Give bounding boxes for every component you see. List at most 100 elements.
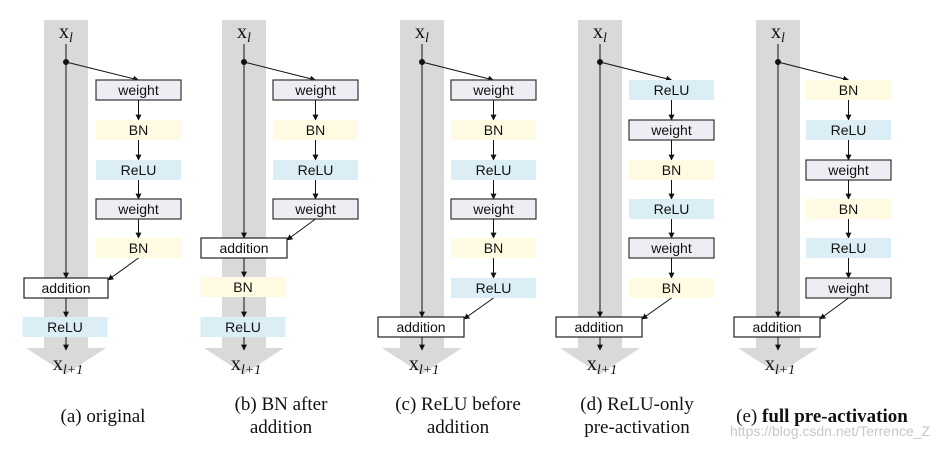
residual-relu-c-6-label: ReLU xyxy=(476,280,512,296)
residual-bn-c-2 xyxy=(451,120,536,140)
input-label-a: xl xyxy=(59,21,73,46)
residual-relu-b-3 xyxy=(273,160,358,180)
branch-arrow-b xyxy=(243,61,317,82)
caption-d: (d) ReLU-only pre-activation xyxy=(552,393,722,439)
highway-arrowhead-d xyxy=(560,348,640,374)
residual-bn-c-2-label: BN xyxy=(484,122,503,138)
caption-e-bold: full pre-activation xyxy=(762,406,908,427)
residual-weight-a-1-label: weight xyxy=(117,82,159,98)
residual-weight-c-1-label: weight xyxy=(472,82,514,98)
residual-relu-c-3-label: ReLU xyxy=(476,162,512,178)
residual-bn-d-6 xyxy=(629,278,714,298)
residual-weight-b-1-label: weight xyxy=(294,82,336,98)
input-label-c: xl xyxy=(415,21,429,46)
residual-bn-a-2 xyxy=(96,120,181,140)
highway-arrowhead-e xyxy=(738,348,818,374)
residual-weight-e-6-label: weight xyxy=(827,280,869,296)
addition-box-e xyxy=(733,316,821,338)
caption-c: (c) ReLU before addition xyxy=(373,393,543,439)
residual-bn-e-4-label: BN xyxy=(839,201,858,217)
merge-arrow-b xyxy=(286,218,316,241)
residual-bn-d-3-label: BN xyxy=(662,162,681,178)
caption-d-line1: (d) ReLU-only xyxy=(580,394,694,415)
addition-box-d xyxy=(555,316,643,338)
caption-c-line1: (c) ReLU before xyxy=(395,394,521,415)
output-label-c: xl+1 xyxy=(409,353,439,378)
output-label-d: xl+1 xyxy=(587,353,617,378)
output-label-a: xl+1 xyxy=(53,353,83,378)
highway-arrowhead-a xyxy=(26,348,106,374)
addition-label-b: addition xyxy=(219,240,268,256)
caption-a: (a) original xyxy=(18,405,188,428)
residual-relu-d-1-label: ReLU xyxy=(654,82,690,98)
branch-arrow-c xyxy=(421,61,495,82)
residual-bn-a-5-label: BN xyxy=(129,240,148,256)
residual-relu-d-4-label: ReLU xyxy=(654,201,690,217)
merge-arrow-d xyxy=(641,297,672,320)
residual-relu-e-5 xyxy=(806,238,891,258)
residual-bn-e-4 xyxy=(806,199,891,219)
post-relu-a-1 xyxy=(22,317,108,337)
highway-arrowhead-b xyxy=(204,348,284,374)
addition-label-e: addition xyxy=(752,319,801,335)
residual-relu-a-3 xyxy=(96,160,181,180)
residual-bn-b-2-label: BN xyxy=(306,122,325,138)
residual-relu-d-4 xyxy=(629,199,714,219)
output-label-b: xl+1 xyxy=(231,353,261,378)
residual-weight-a-4-label: weight xyxy=(117,201,159,217)
residual-bn-c-5-label: BN xyxy=(484,240,503,256)
post-bn-b-1 xyxy=(200,277,286,297)
addition-box-c xyxy=(377,316,465,338)
residual-relu-c-3 xyxy=(451,160,536,180)
caption-e-prefix: (e) xyxy=(736,406,762,427)
merge-arrow-c xyxy=(463,297,494,320)
residual-weight-b-4-label: weight xyxy=(294,201,336,217)
residual-bn-c-5 xyxy=(451,238,536,258)
input-label-e: xl xyxy=(771,21,785,46)
residual-bn-e-1-label: BN xyxy=(839,82,858,98)
branch-arrow-a xyxy=(65,61,140,82)
residual-weight-d-2-label: weight xyxy=(650,122,692,138)
caption-b-line2: addition xyxy=(249,417,313,438)
residual-weight-c-4-label: weight xyxy=(472,201,514,217)
residual-bn-d-3 xyxy=(629,160,714,180)
residual-relu-d-1 xyxy=(629,80,714,100)
branch-arrow-d xyxy=(599,61,673,82)
addition-label-a: addition xyxy=(41,280,90,296)
post-relu-b-2-label: ReLU xyxy=(225,319,261,335)
residual-bn-d-6-label: BN xyxy=(662,280,681,296)
post-bn-b-1-label: BN xyxy=(233,279,252,295)
residual-bn-e-1 xyxy=(806,80,891,100)
residual-relu-e-2 xyxy=(806,120,891,140)
residual-relu-e-5-label: ReLU xyxy=(831,240,867,256)
merge-arrow-a xyxy=(107,257,139,281)
addition-label-d: addition xyxy=(574,319,623,335)
caption-b: (b) BN after addition xyxy=(196,393,366,439)
branch-arrow-e xyxy=(777,61,850,82)
caption-d-line2: pre-activation xyxy=(584,417,690,438)
caption-a-line1: (a) original xyxy=(60,406,146,427)
residual-relu-c-6 xyxy=(451,278,536,298)
post-relu-b-2 xyxy=(200,317,286,337)
residual-bn-a-2-label: BN xyxy=(129,122,148,138)
caption-e: (e) full pre-activation xyxy=(722,405,922,428)
output-label-e: xl+1 xyxy=(765,353,795,378)
residual-bn-a-5 xyxy=(96,238,181,258)
addition-label-c: addition xyxy=(396,319,445,335)
merge-arrow-e xyxy=(819,297,849,320)
residual-weight-d-5-label: weight xyxy=(650,240,692,256)
caption-b-line1: (b) BN after xyxy=(234,394,328,415)
residual-relu-e-2-label: ReLU xyxy=(831,122,867,138)
input-label-b: xl xyxy=(237,21,251,46)
residual-weight-e-3-label: weight xyxy=(827,162,869,178)
caption-c-line2: addition xyxy=(426,417,490,438)
residual-relu-a-3-label: ReLU xyxy=(121,162,157,178)
highway-arrowhead-c xyxy=(382,348,462,374)
watermark: https://blog.csdn.net/Terrence_Z xyxy=(730,423,930,439)
post-relu-a-1-label: ReLU xyxy=(47,319,83,335)
residual-bn-b-2 xyxy=(273,120,358,140)
input-label-d: xl xyxy=(593,21,607,46)
residual-relu-b-3-label: ReLU xyxy=(298,162,334,178)
